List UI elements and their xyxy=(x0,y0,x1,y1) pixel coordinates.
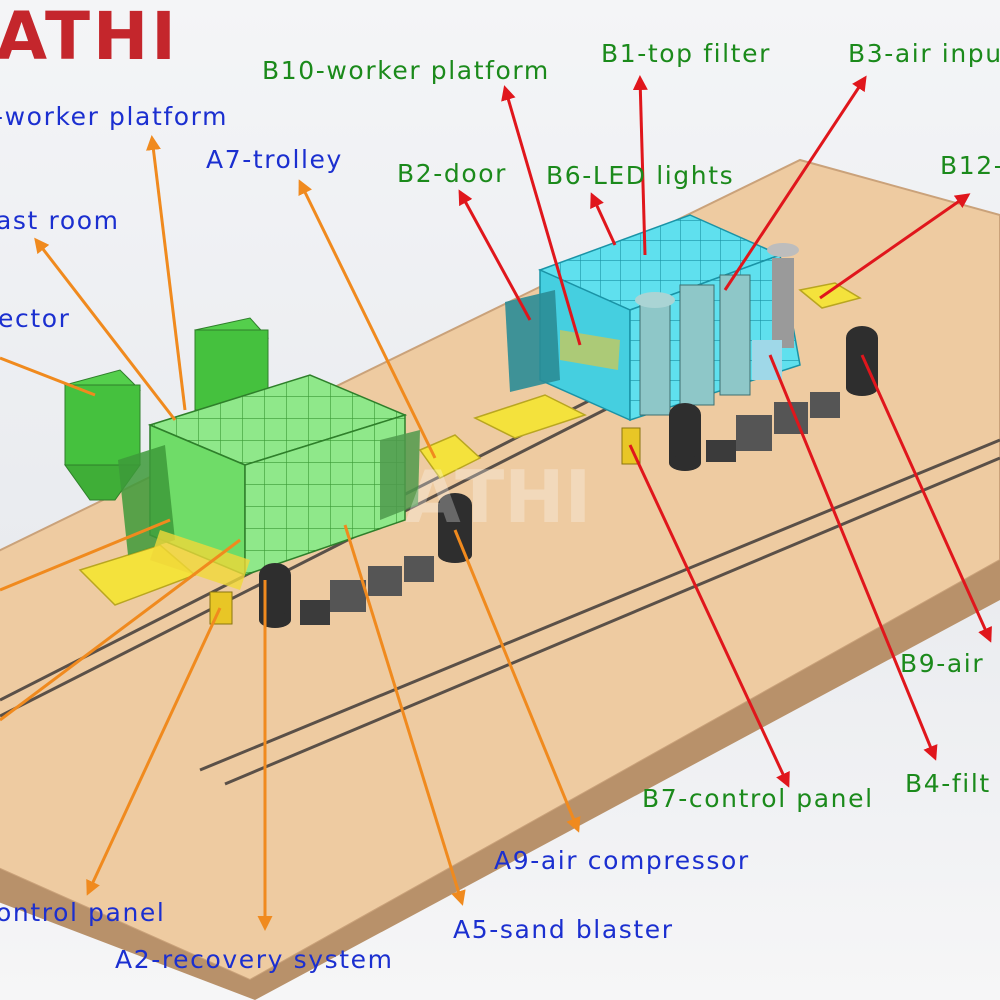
leader-b6 xyxy=(592,195,615,245)
label-trolley: A7-trolley xyxy=(206,146,343,174)
leader-b2 xyxy=(460,192,530,320)
label-b4-filter: B4-filt xyxy=(905,770,991,798)
label-worker-platform-left: -worker platform xyxy=(0,103,228,131)
watermark-text: ATHI xyxy=(405,455,591,539)
label-b12: B12- xyxy=(940,152,1000,180)
label-b10-worker-platform: B10-worker platform xyxy=(262,57,550,85)
label-b7-control-panel: B7-control panel xyxy=(642,785,874,813)
label-b3-air-input: B3-air inpu xyxy=(848,40,1000,68)
label-control-panel-left: ontrol panel xyxy=(0,899,165,927)
label-sand-blaster: A5-sand blaster xyxy=(453,916,674,944)
label-b9-air: B9-air xyxy=(900,650,984,678)
label-blast-room: ast room xyxy=(0,207,120,235)
label-air-compressor: A9-air compressor xyxy=(494,847,750,875)
label-b1-top-filter: B1-top filter xyxy=(601,40,771,68)
label-collector: ector xyxy=(0,305,71,333)
label-b2-door: B2-door xyxy=(397,160,507,188)
leader-collector xyxy=(0,358,95,395)
leader-worker-platform-left xyxy=(152,138,185,410)
label-b6-led-lights: B6-LED lights xyxy=(546,162,734,190)
athi-logo: ATHI xyxy=(0,2,179,72)
label-recovery-system: A2-recovery system xyxy=(115,946,394,974)
